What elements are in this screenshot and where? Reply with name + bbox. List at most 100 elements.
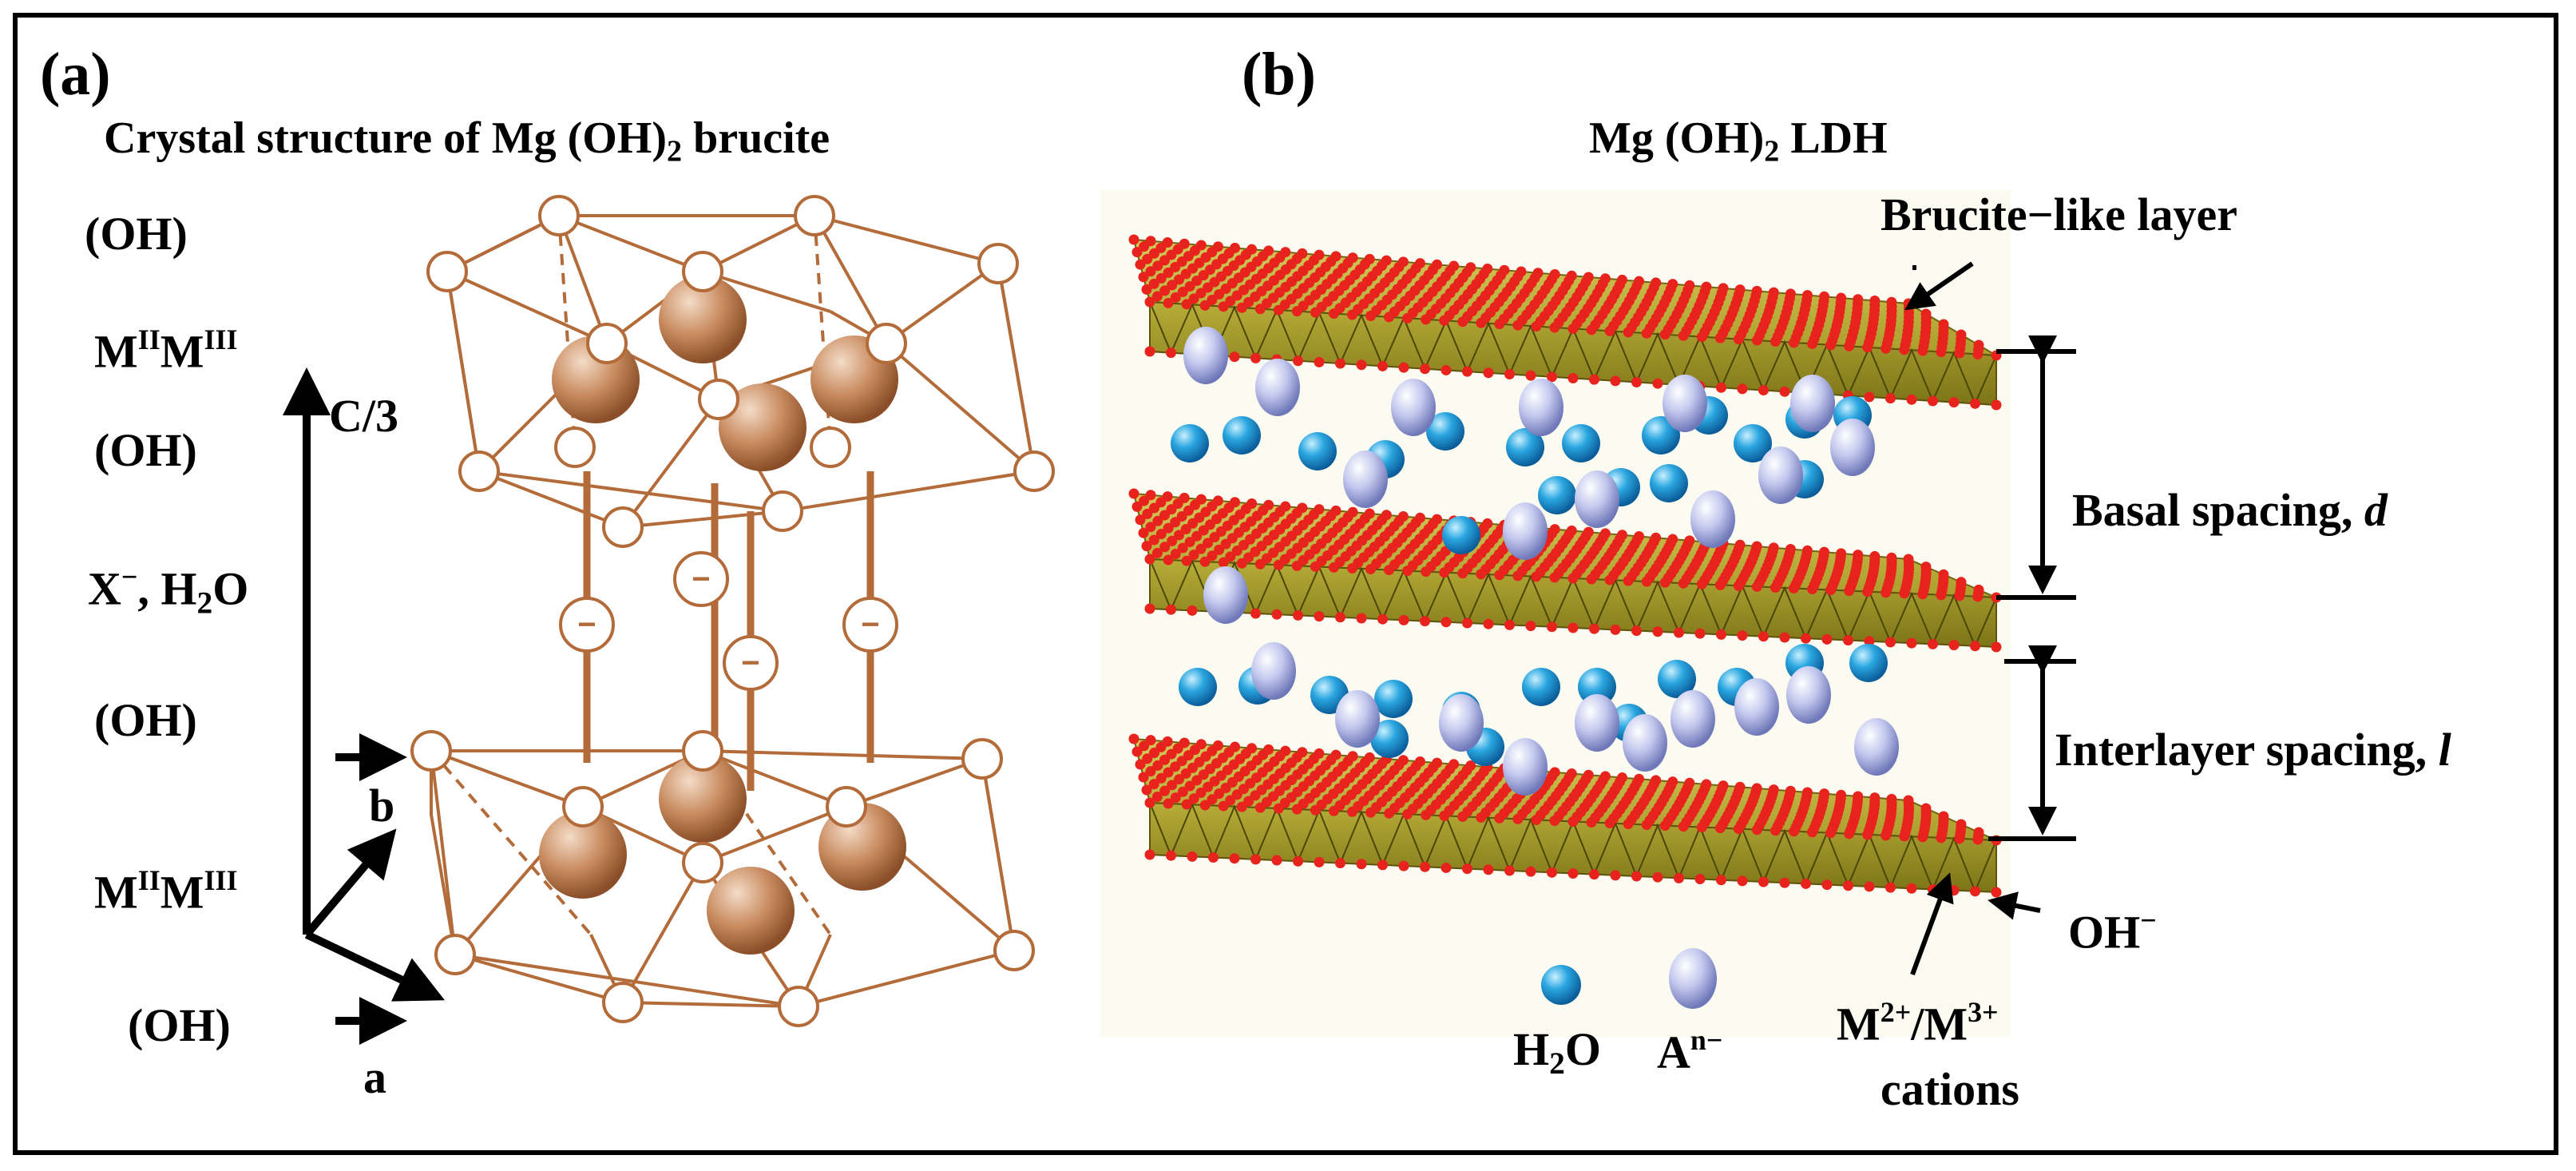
water-molecule: [1650, 464, 1688, 502]
oxygen-atom: [1377, 614, 1388, 625]
oxygen-atom: [1132, 747, 1143, 757]
oxygen-atom: [1145, 554, 1155, 565]
oxygen-atom: [1531, 321, 1541, 331]
oxygen-atom: [1357, 613, 1367, 624]
oxygen-atom: [1789, 826, 1799, 836]
oxygen-atom: [1936, 589, 1946, 600]
oxygen-atom: [1801, 879, 1811, 889]
oxygen-atom: [1484, 864, 1494, 875]
oxygen-atom: [1292, 804, 1302, 815]
oxygen-atom: [1843, 635, 1853, 645]
oxygen-atom: [1734, 581, 1744, 591]
oxygen-atom: [1547, 867, 1557, 878]
oxygen-atom: [1972, 834, 1983, 844]
oxygen-atom: [1237, 558, 1247, 569]
oxygen-atom: [1200, 300, 1211, 311]
oxygen-atom: [1917, 832, 1928, 842]
oxygen-atom: [1678, 578, 1689, 589]
oxygen-atom: [1885, 637, 1896, 648]
oxygen-atom: [1132, 247, 1143, 257]
oxygen-atom: [1880, 830, 1891, 840]
oxygen-atom: [1678, 331, 1689, 341]
legend-water-label: H2O: [1513, 1026, 1601, 1079]
water-molecule: [1171, 424, 1209, 462]
oxygen-atom: [1166, 605, 1176, 615]
oxygen-atom: [1623, 576, 1634, 586]
oxygen-atom: [1384, 808, 1394, 819]
oxygen-atom: [1421, 566, 1431, 577]
oxygen-atom: [1807, 827, 1817, 837]
water-molecule: [1522, 668, 1560, 706]
legend-anion-label: An−: [1657, 1026, 1722, 1075]
oxygen-atom: [1457, 316, 1468, 327]
oxygen-atom: [1357, 859, 1367, 869]
oxygen-atom: [1568, 373, 1579, 383]
oxygen-atom: [1230, 351, 1240, 362]
oxygen-atom: [1457, 568, 1468, 578]
oxygen-atom: [1770, 582, 1781, 593]
oxygen-atom: [1129, 734, 1139, 744]
oxygen-atom: [1357, 359, 1367, 370]
oxygen-atom: [1589, 624, 1599, 634]
oxygen-atom: [1844, 828, 1854, 839]
interlayer-anion: [1183, 327, 1228, 384]
oxygen-atom: [1200, 800, 1211, 811]
hydroxide-label: OH−: [2068, 907, 2157, 955]
oxygen-atom: [1441, 365, 1452, 375]
oxygen-atom: [1660, 578, 1670, 588]
oxygen-atom: [1457, 812, 1468, 822]
oxygen-atom: [1642, 328, 1652, 339]
oxygen-atom: [1139, 528, 1149, 538]
oxygen-atom: [1807, 584, 1817, 594]
oxygen-atom: [1789, 337, 1799, 347]
interlayer-anion: [1203, 566, 1248, 624]
oxygen-atom: [1936, 347, 1946, 357]
oxygen-atom: [1734, 334, 1744, 344]
oxygen-atom: [1697, 822, 1707, 832]
oxygen-atom: [1587, 574, 1597, 585]
oxygen-atom: [1132, 502, 1143, 512]
oxygen-atom: [1347, 563, 1357, 574]
oxygen-atom: [1135, 760, 1146, 770]
oxygen-atom: [1822, 634, 1833, 645]
oxygen-atom: [1250, 353, 1261, 363]
oxygen-atom: [1526, 621, 1536, 631]
oxygen-atom: [1991, 642, 2002, 653]
oxygen-atom: [1163, 555, 1174, 566]
oxygen-atom: [1780, 878, 1790, 888]
oxygen-atom: [1476, 812, 1486, 823]
oxygen-atom: [1187, 851, 1198, 862]
oxygen-atom: [1587, 817, 1597, 828]
oxygen-atom: [1807, 339, 1817, 349]
oxygen-atom: [1531, 571, 1541, 582]
oxygen-atom: [1972, 349, 1983, 359]
oxygen-atom: [1187, 605, 1198, 616]
cations-label-line2: cations: [1880, 1066, 2019, 1113]
oxygen-atom: [1142, 284, 1152, 295]
oxygen-atom: [1293, 610, 1303, 621]
basal-spacing-label: Basal spacing, d: [2072, 487, 2388, 534]
oxygen-atom: [1674, 873, 1684, 883]
oxygen-atom: [1972, 591, 1983, 601]
interlayer-anion: [1251, 642, 1296, 700]
oxygen-atom: [1182, 556, 1192, 566]
oxygen-atom: [1770, 825, 1781, 836]
oxygen-atom: [1715, 823, 1726, 833]
legend-water-sphere: [1541, 965, 1581, 1005]
interlayer-anion: [1854, 718, 1899, 776]
oxygen-atom: [1182, 800, 1192, 810]
oxygen-atom: [1928, 395, 1938, 406]
oxygen-atom: [1441, 863, 1452, 873]
oxygen-atom: [1697, 331, 1707, 342]
oxygen-atom: [1825, 339, 1836, 350]
interlayer-anion: [1575, 470, 1619, 528]
interlayer-anion: [1439, 694, 1484, 752]
oxygen-atom: [1377, 361, 1388, 371]
oxygen-atom: [1476, 318, 1486, 328]
water-molecule: [1538, 476, 1576, 514]
oxygen-atom: [1623, 327, 1634, 337]
oxygen-atom: [1274, 804, 1284, 814]
water-molecule: [1442, 516, 1480, 554]
oxygen-atom: [1716, 629, 1726, 640]
oxygen-atom: [1139, 772, 1149, 783]
